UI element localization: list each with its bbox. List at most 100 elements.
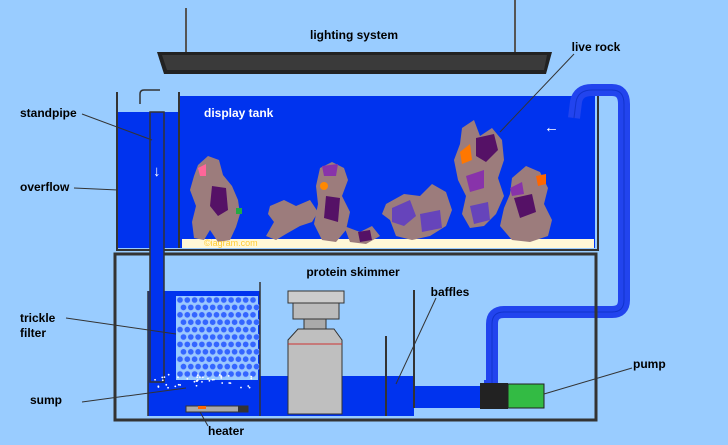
bio-ball [179,348,188,356]
pointer-sump [81,387,187,403]
bio-ball [201,348,209,356]
bio-ball [176,370,184,378]
drip [179,384,182,386]
bio-ball [223,318,231,326]
coral-green [236,208,242,214]
bio-ball [231,303,239,311]
bio-ball [194,303,202,311]
bio-ball [191,355,199,363]
bio-ball [223,303,231,311]
bio-ball [249,355,257,363]
drip [196,374,199,377]
bio-ball [205,355,213,363]
bio-ball [252,348,261,356]
bio-ball [179,303,188,311]
bio-ball [220,355,228,363]
bio-ball [231,362,239,371]
bio-ball [242,355,250,363]
drip [186,378,189,380]
bio-ball [234,296,242,304]
bio-ball [245,318,253,326]
label-display-tank: display tank [204,106,274,120]
bio-ball [187,348,195,356]
bio-ball [194,348,202,356]
drip [228,382,231,384]
bio-ball [227,296,235,304]
flow-arrow-down: ↓ [153,163,161,180]
bio-ball [183,325,191,334]
bio-ball [191,325,199,334]
drip [247,385,250,387]
drip [227,374,230,377]
label-live-rock: live rock [572,40,621,54]
pump-body [507,383,545,409]
bio-ball [198,296,206,304]
drip [207,377,209,380]
skimmer-cup [292,302,340,320]
bio-ball [252,318,261,326]
bio-ball [209,362,217,371]
label-overflow: overflow [20,180,70,194]
live-rock-group [190,120,552,244]
bio-ball [216,333,224,341]
bio-ball [245,348,253,356]
bio-ball [205,311,213,319]
bio-ball [231,318,239,326]
skimmer-body [287,328,343,415]
bio-ball [245,333,253,341]
bio-ball [176,340,184,348]
bio-ball [249,325,257,334]
heater-cap [238,406,248,412]
coral-orange [320,182,328,190]
bio-ball [234,311,242,319]
bio-ball [234,355,242,363]
skimmer-neck [303,318,327,330]
label-sump: sump [30,393,62,407]
bio-ball [212,311,221,319]
drip [211,378,214,381]
drip [240,386,242,389]
return-pipe-edge [491,89,625,386]
bio-ball [194,333,202,341]
bio-ball [179,362,188,371]
pointer-heater [199,411,209,427]
drip [250,377,253,380]
pointer-standpipe [81,113,153,141]
drip [196,379,199,382]
bio-ball [201,303,209,311]
label-heater: heater [208,424,244,438]
drip [165,383,168,386]
drip [195,380,198,382]
bio-ball [183,340,191,348]
standpipe-top [139,89,160,104]
bio-ball [220,296,228,304]
drip [193,380,196,383]
bio-ball [212,296,221,304]
bio-ball [198,325,206,334]
bio-ball [198,355,206,363]
drip [167,386,169,389]
coral-violet [470,202,490,224]
bio-ball [216,318,224,326]
standpipe-tube [149,111,165,383]
drip [218,374,221,376]
bio-ball [212,355,221,363]
drip [220,377,223,379]
bio-ball [183,370,191,378]
pointer-trickle [65,317,177,335]
bio-ball [176,296,184,304]
sand-bed [182,239,594,248]
drip-particles [154,373,253,389]
drip [201,376,204,379]
bio-ball [220,311,228,319]
bio-ball [209,318,217,326]
pump-motor [480,383,508,409]
bio-ball [242,370,250,378]
bio-ball [176,355,184,363]
bio-ball [238,348,246,356]
sump-outline [113,252,598,422]
bio-ball [242,340,250,348]
label-lighting-system: lighting system [310,28,398,42]
